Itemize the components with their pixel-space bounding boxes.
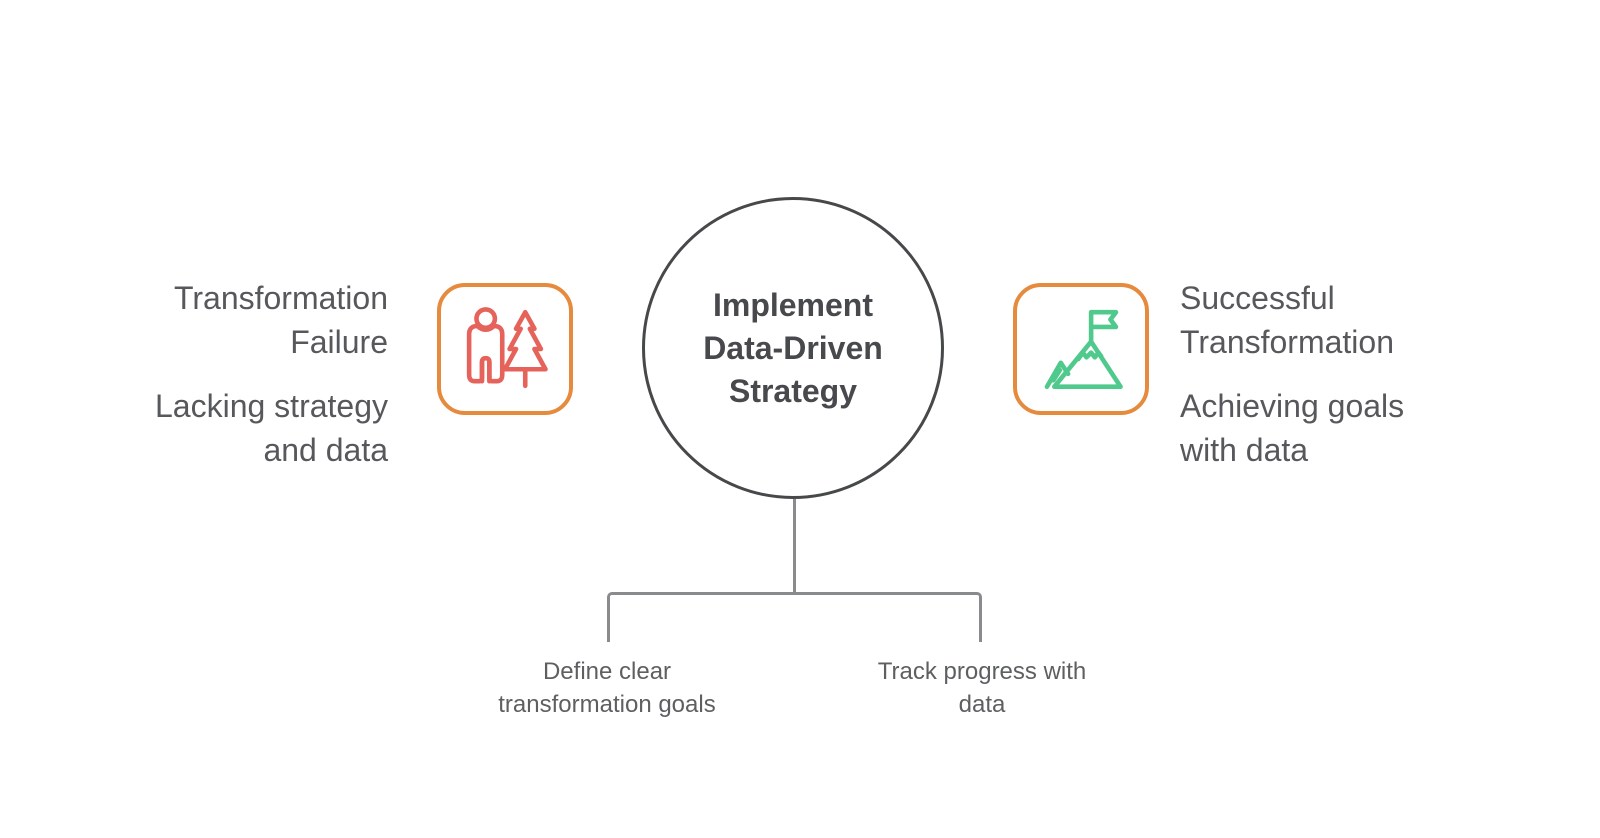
right-annotation: Successful Transformation Achieving goal… (1180, 276, 1580, 472)
connector-bracket (607, 592, 982, 642)
connector-stem (793, 499, 796, 594)
child-label-track-progress: Track progress with data (877, 658, 1087, 718)
failure-subtext: Lacking strategy and data (154, 388, 388, 468)
success-subtext: Achieving goals with data (1180, 388, 1405, 468)
central-node-title: Implement Data-Driven Strategy (703, 286, 883, 409)
success-heading: Successful Transformation (1180, 280, 1394, 360)
mountain-summit-flag-icon (1044, 309, 1123, 390)
child-label-define-goals: Define clear transformation goals (498, 658, 716, 718)
failure-icon-box (437, 283, 573, 415)
lost-hiker-tree-icon (466, 307, 548, 389)
central-node: Implement Data-Driven Strategy (642, 197, 944, 499)
failure-heading: Transformation Failure (174, 280, 388, 360)
left-annotation: Transformation Failure Lacking strategy … (0, 276, 388, 472)
success-icon-box (1013, 283, 1149, 415)
